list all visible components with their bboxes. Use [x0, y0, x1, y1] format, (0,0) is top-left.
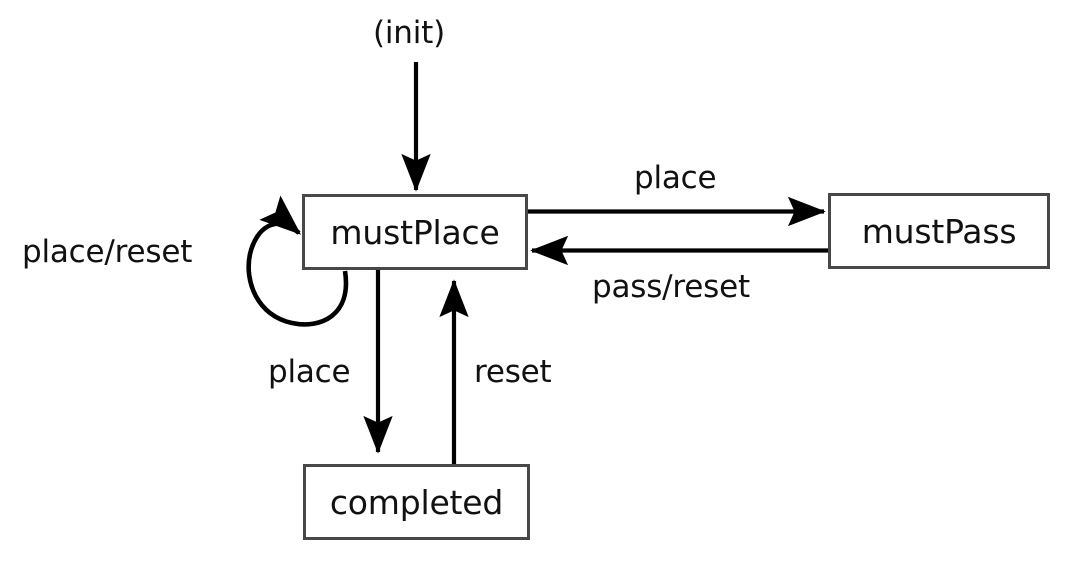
edge-label-init: (init) — [373, 15, 446, 51]
state-label-completed: completed — [329, 482, 504, 522]
edge-place-reset-self-loop — [246, 195, 349, 327]
edge-label-place-reset: place/reset — [22, 234, 193, 270]
state-node-mustplace[interactable]: mustPlace — [302, 194, 528, 270]
edge-label-reset-up: reset — [474, 354, 552, 390]
edge-label-place-down: place — [268, 354, 351, 390]
edge-label-pass-reset: pass/reset — [592, 269, 750, 305]
edge-label-place-top: place — [634, 160, 717, 196]
state-node-mustpass[interactable]: mustPass — [828, 193, 1050, 269]
state-node-completed[interactable]: completed — [303, 464, 530, 540]
state-label-mustplace: mustPlace — [330, 212, 500, 252]
state-label-mustpass: mustPass — [861, 211, 1017, 251]
